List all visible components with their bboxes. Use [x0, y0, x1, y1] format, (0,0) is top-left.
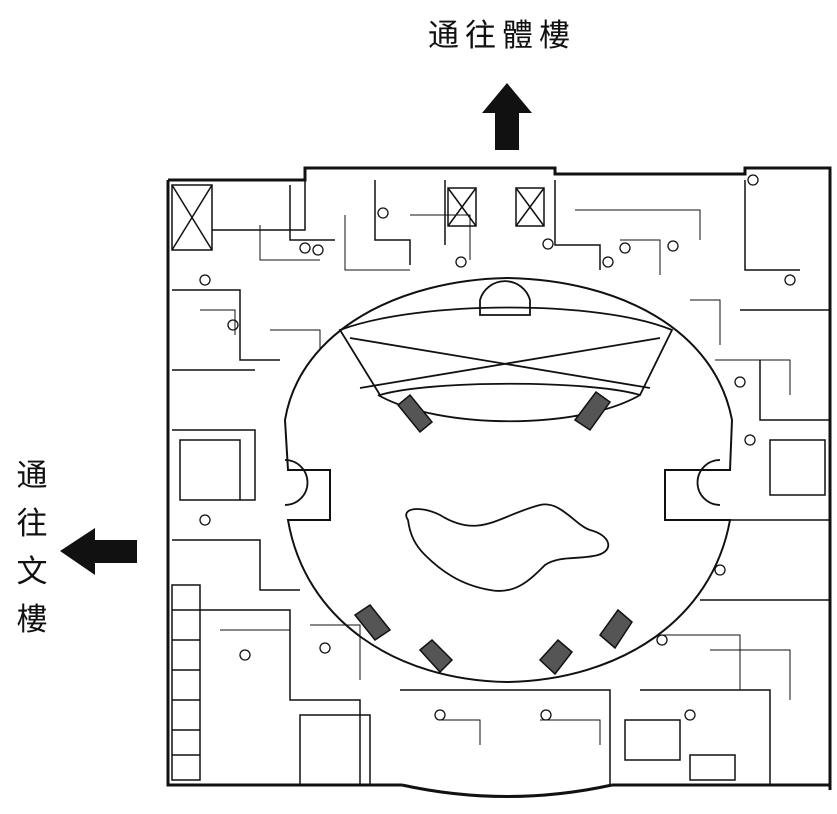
circuit-lines: [200, 209, 791, 745]
west-label-char-2: 往: [16, 506, 48, 542]
west-direction-label: 通 往 文 樓: [12, 452, 52, 644]
west-label-char-4: 樓: [16, 602, 48, 638]
outer-walls: [166, 166, 832, 798]
up-arrow-icon: [482, 83, 532, 150]
west-label-char-1: 通: [16, 458, 48, 494]
fixtures: [199, 174, 796, 721]
elevator-shafts-north: [447, 187, 545, 227]
west-label-char-3: 文: [16, 554, 48, 590]
north-direction-label: 通往體樓: [428, 18, 576, 54]
stage-area: [338, 306, 674, 423]
side-alcoves: [284, 280, 721, 506]
interior-walls: [172, 180, 830, 786]
stair-grid-northwest: [171, 184, 213, 251]
central-pond: [405, 503, 610, 592]
seating-blocks: [353, 390, 633, 676]
left-arrow-icon: [60, 528, 137, 575]
stair-grid-southwest: [171, 584, 201, 781]
